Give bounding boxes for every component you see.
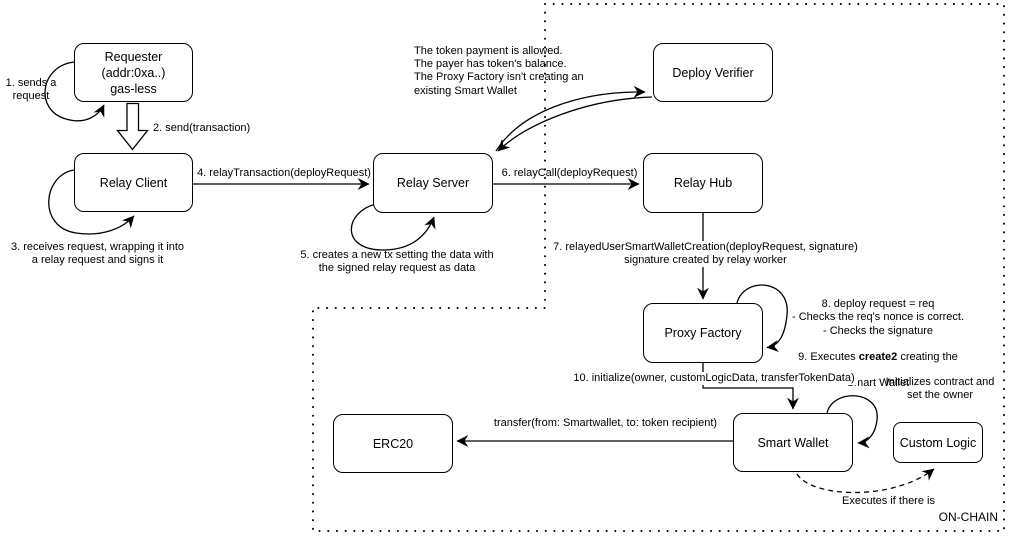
node-relay-hub: Relay Hub bbox=[643, 153, 763, 213]
label-step9-line: 9. Executes create2 creating the bbox=[798, 350, 958, 363]
label-step8-9: 8. deploy request = req - Checks the req… bbox=[783, 285, 973, 404]
label-transfer: transfer(from: Smartwallet, to: token re… bbox=[493, 417, 718, 429]
arrow-step2-block bbox=[116, 102, 149, 151]
label-step8-lines: 8. deploy request = req - Checks the req… bbox=[791, 298, 965, 337]
label-step4: 4. relayTransaction(deployRequest) bbox=[197, 167, 371, 179]
node-relay-server: Relay Server bbox=[373, 153, 493, 213]
label-step6: 6. relayCall(deployRequest) bbox=[501, 167, 638, 179]
node-deploy-verifier: Deploy Verifier bbox=[653, 43, 773, 102]
label-executes-note: Executes if there is bbox=[842, 495, 935, 507]
label-step10: 10. initialize(owner, customLogicData, t… bbox=[570, 372, 858, 386]
label-step7: 7. relayedUserSmartWalletCreation(deploy… bbox=[548, 241, 863, 268]
node-custom-logic: Custom Logic bbox=[893, 422, 983, 463]
label-onchain: ON-CHAIN bbox=[938, 510, 998, 524]
node-erc20: ERC20 bbox=[333, 414, 453, 473]
label-verifier-note: The token payment is allowed. The payer … bbox=[414, 45, 584, 97]
label-step5: 5. creates a new tx setting the data wit… bbox=[300, 249, 494, 275]
label-step3: 3. receives request, wrapping it into a … bbox=[10, 241, 185, 267]
node-proxy-factory: Proxy Factory bbox=[643, 303, 763, 363]
node-requester: Requester (addr:0xa..) gas-less bbox=[74, 43, 193, 102]
arrow-executes-dashed bbox=[796, 468, 935, 494]
arrow-verifier-to-server bbox=[497, 96, 653, 152]
arrow-server-to-verifier bbox=[495, 85, 646, 152]
label-step1: 1. sends a request bbox=[5, 77, 57, 103]
label-step2: 2. send(transaction) bbox=[153, 122, 251, 134]
label-init-note: Initializes contract and set the owner bbox=[885, 376, 995, 402]
node-relay-client: Relay Client bbox=[74, 153, 193, 212]
node-smart-wallet: Smart Wallet bbox=[733, 413, 853, 472]
arrow-step10 bbox=[702, 363, 799, 410]
